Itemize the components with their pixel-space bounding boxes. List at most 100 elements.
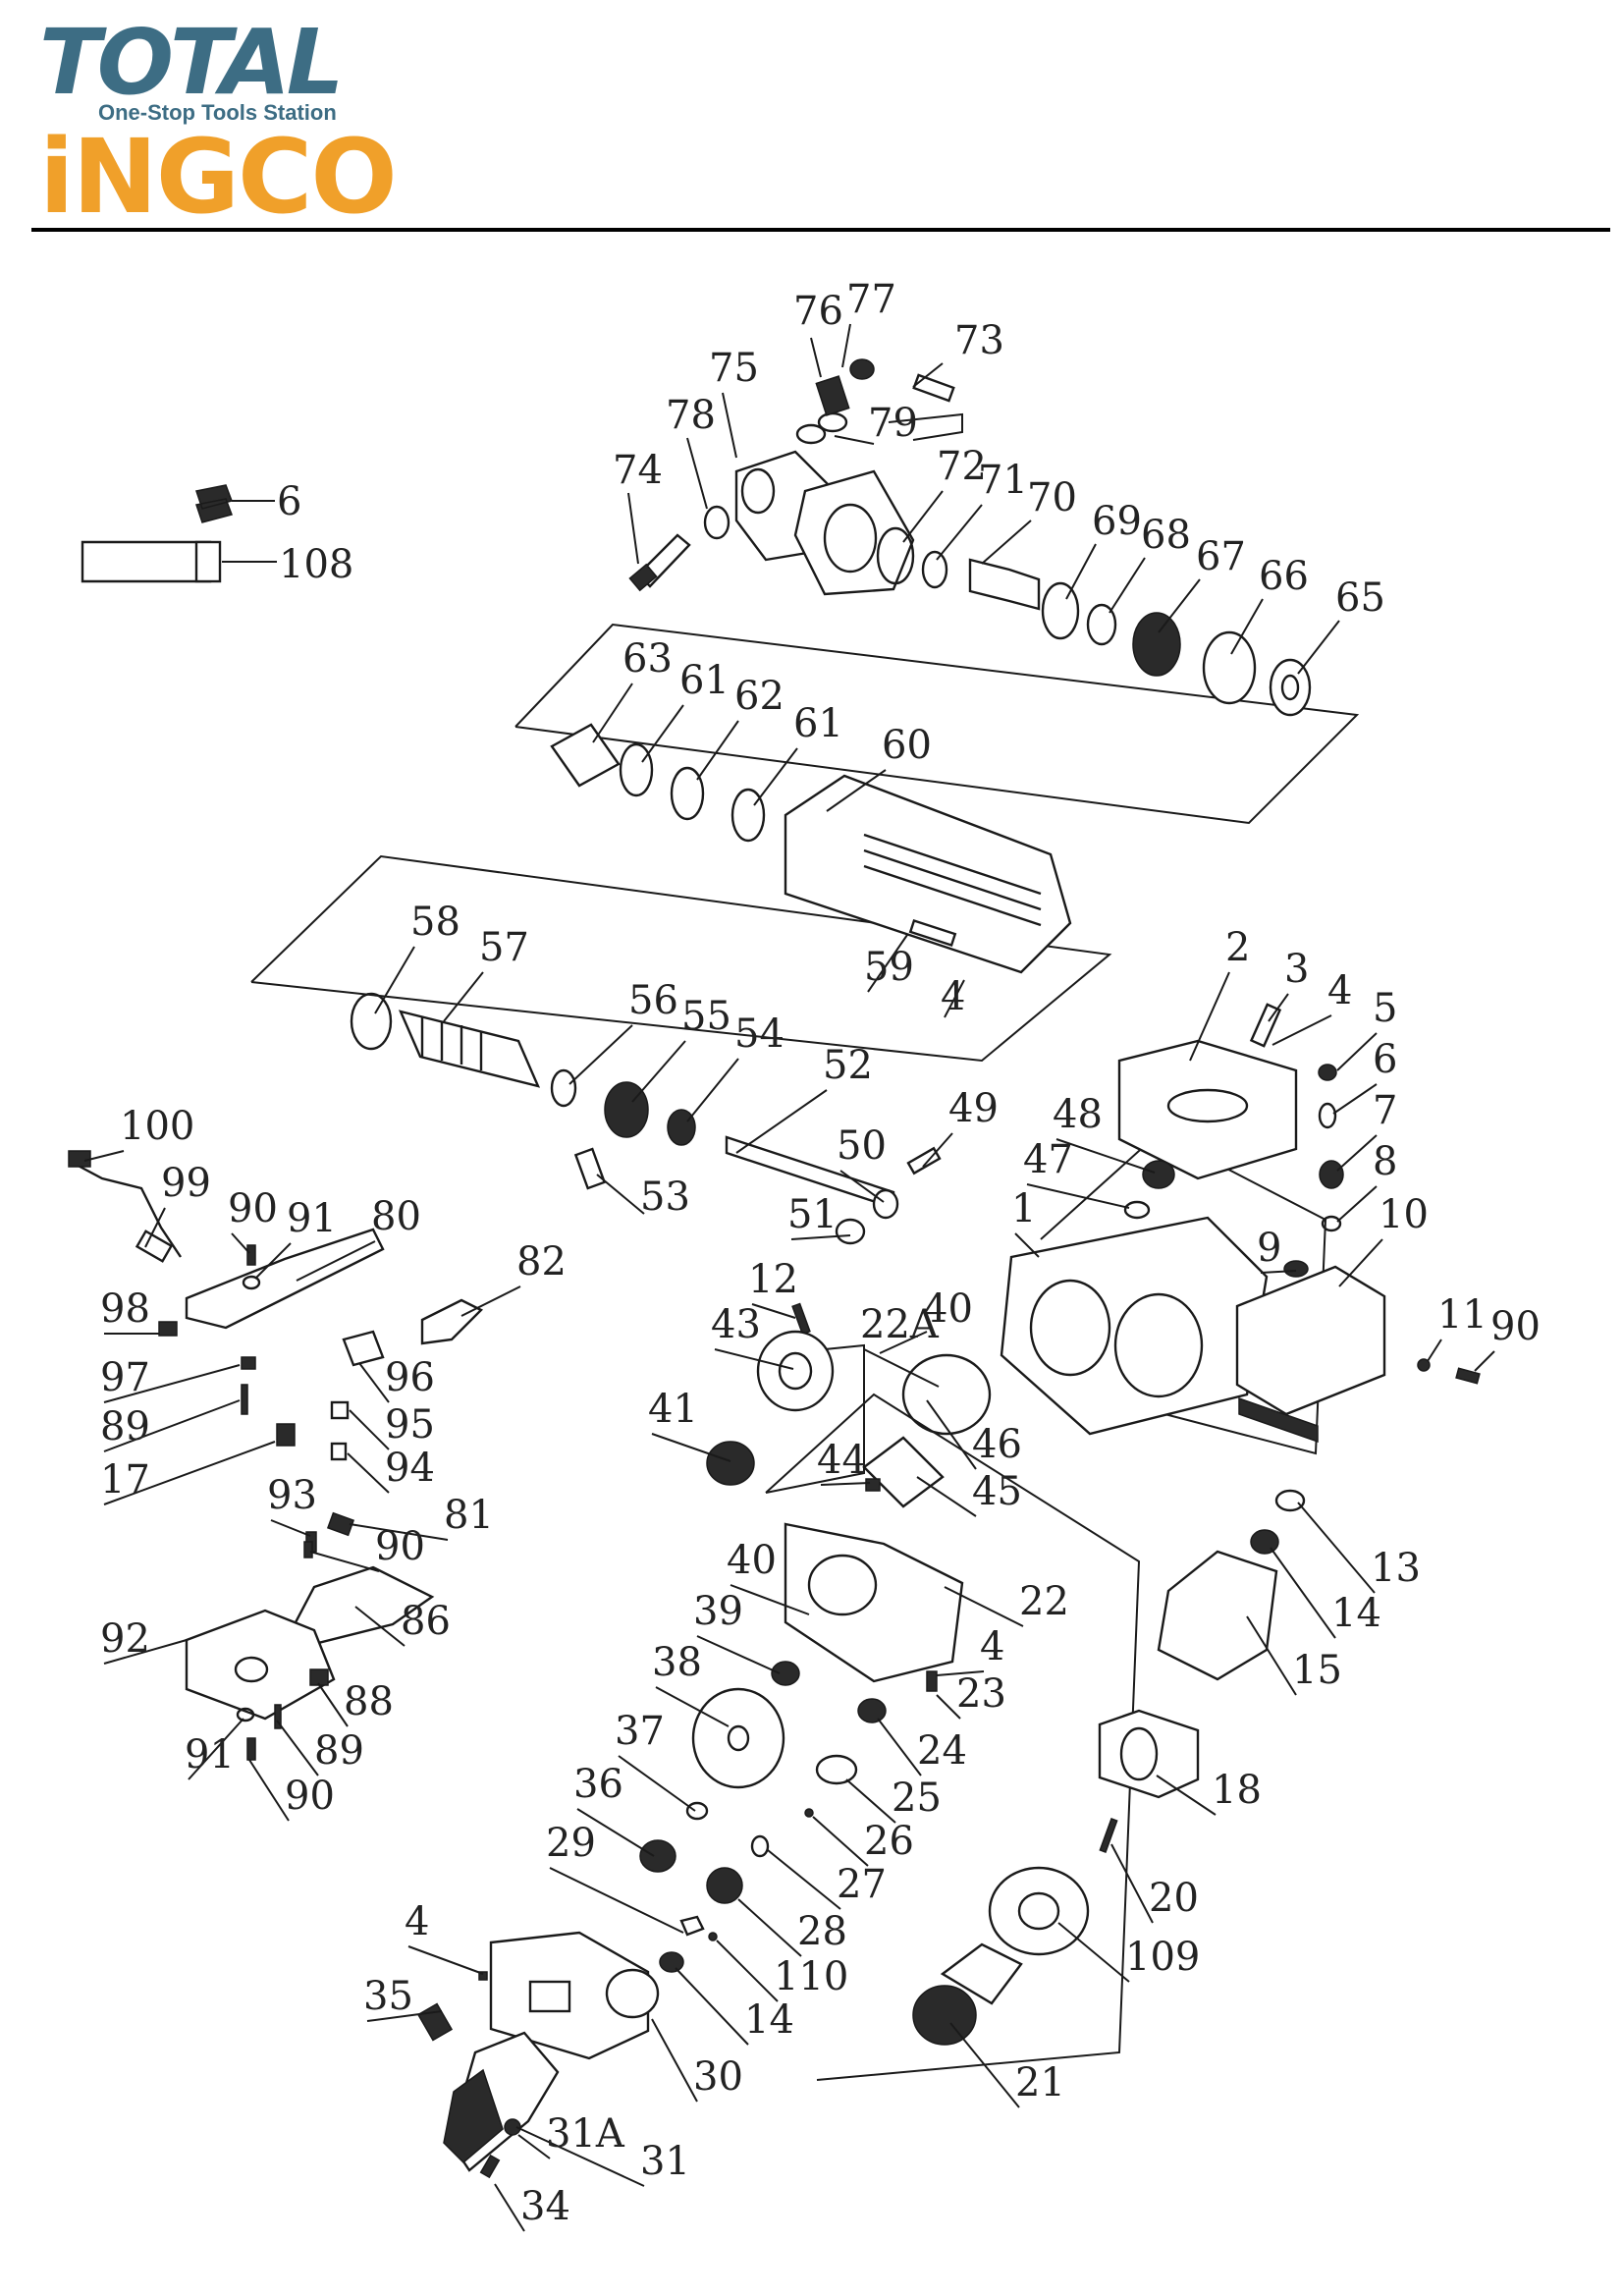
part-38-gear [691, 1687, 785, 1789]
part-92-bore [234, 1656, 269, 1683]
part-21-fan [912, 1985, 977, 2046]
part-6-clip [195, 484, 233, 523]
callout-c34: 34 [520, 2184, 570, 2229]
part-50-bearing [872, 1188, 899, 1220]
callout-c17: 17 [100, 1457, 150, 1503]
part-30-window [528, 1980, 571, 2013]
callout-c49: 49 [948, 1086, 999, 1131]
callout-c90b: 90 [228, 1186, 278, 1231]
part-94-bracket [330, 1442, 348, 1461]
part-12-pin [791, 1302, 811, 1336]
callout-c22A: 22A [860, 1302, 940, 1347]
part-76-washer-b [817, 411, 848, 433]
callout-c65: 65 [1335, 575, 1385, 621]
callout-c5: 5 [1373, 986, 1397, 1031]
callout-c4d: 4 [405, 1899, 429, 1944]
callout-c61a: 61 [679, 658, 730, 703]
handle-assembly [416, 1931, 660, 2179]
callout-c93: 93 [267, 1473, 317, 1518]
part-97-spring [241, 1356, 256, 1370]
part-13-washer [1274, 1489, 1306, 1512]
callout-c31: 31 [640, 2139, 690, 2184]
callout-c27: 27 [837, 1862, 887, 1907]
part-31A-ring [504, 2118, 521, 2136]
part-30-hub [605, 1968, 660, 2019]
brand-header: TOTAL One-Stop Tools Station iNGCO [0, 0, 1623, 236]
callout-c45: 45 [972, 1469, 1022, 1514]
callout-c91a: 91 [287, 1196, 337, 1241]
part-48-bearing [1142, 1160, 1175, 1189]
part-90-screw-a [1455, 1367, 1481, 1385]
box-gear-assembly [765, 1393, 1141, 2081]
callout-c90d: 90 [285, 1774, 335, 1819]
part-10-vents [1238, 1396, 1319, 1444]
callout-c89a: 89 [100, 1404, 150, 1449]
part-108-shank [194, 540, 222, 583]
part-65-washer [1269, 658, 1312, 717]
part-81-spring [326, 1511, 355, 1537]
part-73-screw [912, 373, 955, 403]
part-58-oring [350, 992, 393, 1051]
callout-c11: 11 [1437, 1292, 1488, 1338]
callout-c73: 73 [954, 318, 1004, 363]
callout-c76: 76 [793, 289, 843, 334]
callout-c15: 15 [1292, 1648, 1342, 1693]
callout-c46: 46 [972, 1422, 1022, 1467]
leader-lines [83, 323, 1495, 2232]
part-18-stator [1098, 1709, 1200, 1799]
cylinder-assembly [350, 992, 942, 1245]
part-80-switch-housing [185, 1228, 385, 1330]
part-62-ring [670, 766, 705, 821]
callout-c67: 67 [1196, 534, 1246, 579]
callout-c29: 29 [546, 1821, 596, 1866]
callout-c2: 2 [1225, 925, 1250, 970]
callout-c35: 35 [363, 1974, 413, 2019]
part-29-clip [679, 1915, 705, 1937]
part-90-screw-c [303, 1541, 313, 1558]
part-54-ring [667, 1109, 696, 1146]
callout-c4c: 4 [980, 1624, 1004, 1669]
part-18-bore [1119, 1726, 1159, 1781]
part-88-nut [309, 1668, 329, 1686]
callout-c6a: 6 [1373, 1037, 1397, 1082]
part-22A-oring [901, 1353, 992, 1436]
part-61-oring-b [730, 788, 766, 843]
callout-c47: 47 [1023, 1137, 1073, 1182]
part-79-bore [823, 503, 878, 574]
part-28-pinion [706, 1867, 743, 1904]
total-logo: TOTAL [39, 10, 344, 115]
part-95-clip [330, 1400, 350, 1420]
callout-c92: 92 [100, 1616, 150, 1662]
callout-c51: 51 [787, 1192, 838, 1237]
part-43-plate [756, 1330, 835, 1412]
callout-c43: 43 [711, 1302, 761, 1347]
callout-c58: 58 [410, 900, 460, 945]
callout-c71: 71 [978, 458, 1028, 503]
part-70-piston [968, 558, 1041, 611]
part-76-spring [815, 375, 850, 416]
part-91-washer-b [236, 1707, 255, 1722]
part-57-grooves [420, 1017, 483, 1070]
part-71-ring [921, 550, 948, 589]
part-76-washer-a [795, 423, 827, 445]
part-1-crankcase [1000, 1216, 1269, 1436]
callout-c26: 26 [864, 1819, 914, 1864]
callout-c18: 18 [1212, 1768, 1262, 1813]
part-40-gear-cover [784, 1522, 964, 1683]
callout-c20: 20 [1149, 1876, 1199, 1921]
barrel-assembly [550, 723, 1072, 974]
callout-c110: 110 [774, 1954, 848, 1999]
callout-c72: 72 [937, 444, 987, 489]
callout-c13: 13 [1371, 1546, 1421, 1591]
part-65-bore [1280, 674, 1300, 701]
part-109-bore [1017, 1891, 1060, 1931]
part-9-plug [1283, 1260, 1309, 1278]
part-100-plug-cord [72, 1161, 182, 1258]
part-21-armature [940, 1942, 1023, 2005]
part-59-bolt [908, 918, 957, 948]
part-1-bore-a [1029, 1279, 1111, 1377]
part-43-bore [778, 1351, 813, 1391]
part-17-brush [276, 1423, 296, 1447]
callout-c66: 66 [1259, 554, 1309, 599]
